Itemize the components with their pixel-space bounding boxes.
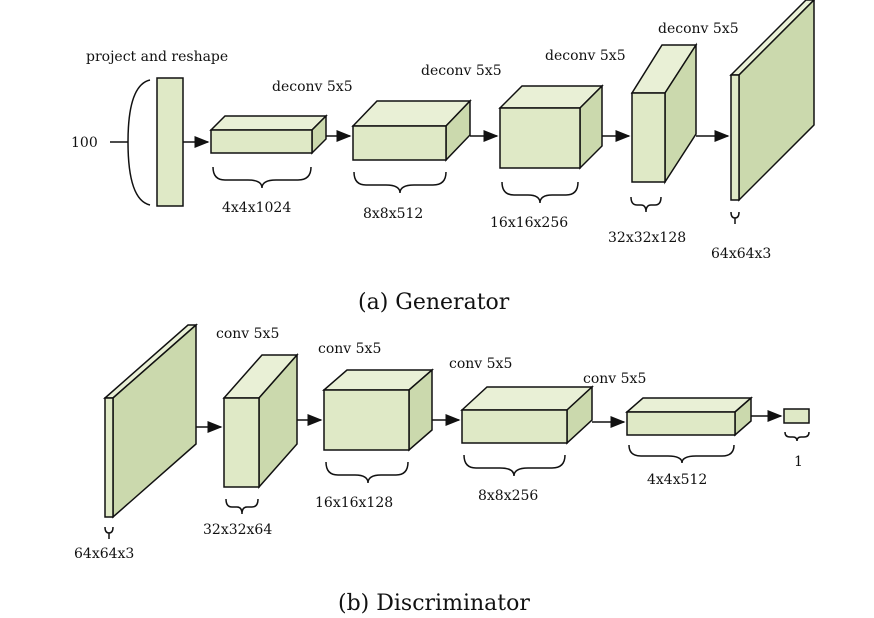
- projection-layer-box: [156, 77, 184, 207]
- discriminator-brace-4: [628, 444, 735, 464]
- generator-block-3: [498, 84, 604, 170]
- discriminator-shape-label-2: 16x16x128: [315, 495, 393, 511]
- generator-section: 100 project and reshape deconv 5x5 4x4x1…: [71, 0, 816, 315]
- generator-block-4: [630, 42, 698, 185]
- generator-shape-label-2: 8x8x512: [363, 206, 423, 222]
- generator-brace-3: [501, 181, 579, 204]
- project-reshape-label: project and reshape: [86, 49, 228, 65]
- generator-shape-label-4: 32x32x128: [608, 230, 686, 246]
- discriminator-input-shape: 64x64x3: [74, 546, 134, 562]
- generator-shape-label-3: 16x16x256: [490, 215, 568, 231]
- discriminator-output-label: 1: [794, 454, 803, 470]
- discriminator-input-brace: [104, 526, 114, 539]
- discriminator-brace-2: [325, 461, 409, 484]
- generator-caption: (a) Generator: [358, 290, 510, 315]
- discriminator-input-block: [103, 323, 198, 519]
- discriminator-block-1: [222, 353, 299, 489]
- discriminator-block-2: [321, 368, 435, 452]
- discriminator-output-brace: [784, 431, 810, 442]
- discriminator-op-label-4: conv 5x5: [583, 371, 646, 387]
- generator-brace-5: [730, 211, 740, 224]
- generator-block-5: [729, 0, 816, 202]
- generator-input-label: 100: [71, 135, 98, 151]
- generator-shape-label-5: 64x64x3: [711, 246, 771, 262]
- discriminator-section: 64x64x3 conv 5x5 32x32x64 conv 5x5 16x16…: [74, 323, 810, 616]
- discriminator-block-3: [460, 385, 594, 445]
- discriminator-brace-1: [225, 498, 259, 515]
- discriminator-shape-label-4: 4x4x512: [647, 472, 707, 488]
- generator-op-label-1: deconv 5x5: [272, 79, 353, 95]
- generator-block-2: [351, 99, 472, 162]
- generator-block-1: [209, 114, 328, 155]
- discriminator-shape-label-1: 32x32x64: [203, 522, 272, 538]
- generator-shape-label-1: 4x4x1024: [222, 200, 291, 216]
- generator-brace-4: [630, 196, 662, 213]
- generator-op-label-4: deconv 5x5: [658, 21, 739, 37]
- discriminator-shape-label-3: 8x8x256: [478, 488, 538, 504]
- discriminator-output-box: [783, 408, 810, 424]
- project-reshape-bracket: [127, 79, 151, 206]
- generator-op-label-3: deconv 5x5: [545, 48, 626, 64]
- generator-brace-1: [212, 166, 312, 189]
- discriminator-caption: (b) Discriminator: [338, 591, 530, 616]
- generator-op-label-2: deconv 5x5: [421, 63, 502, 79]
- discriminator-brace-3: [463, 454, 566, 477]
- generator-brace-2: [353, 171, 447, 194]
- discriminator-op-label-2: conv 5x5: [318, 341, 381, 357]
- discriminator-op-label-1: conv 5x5: [216, 326, 279, 342]
- discriminator-op-label-3: conv 5x5: [449, 356, 512, 372]
- discriminator-block-4: [625, 396, 753, 437]
